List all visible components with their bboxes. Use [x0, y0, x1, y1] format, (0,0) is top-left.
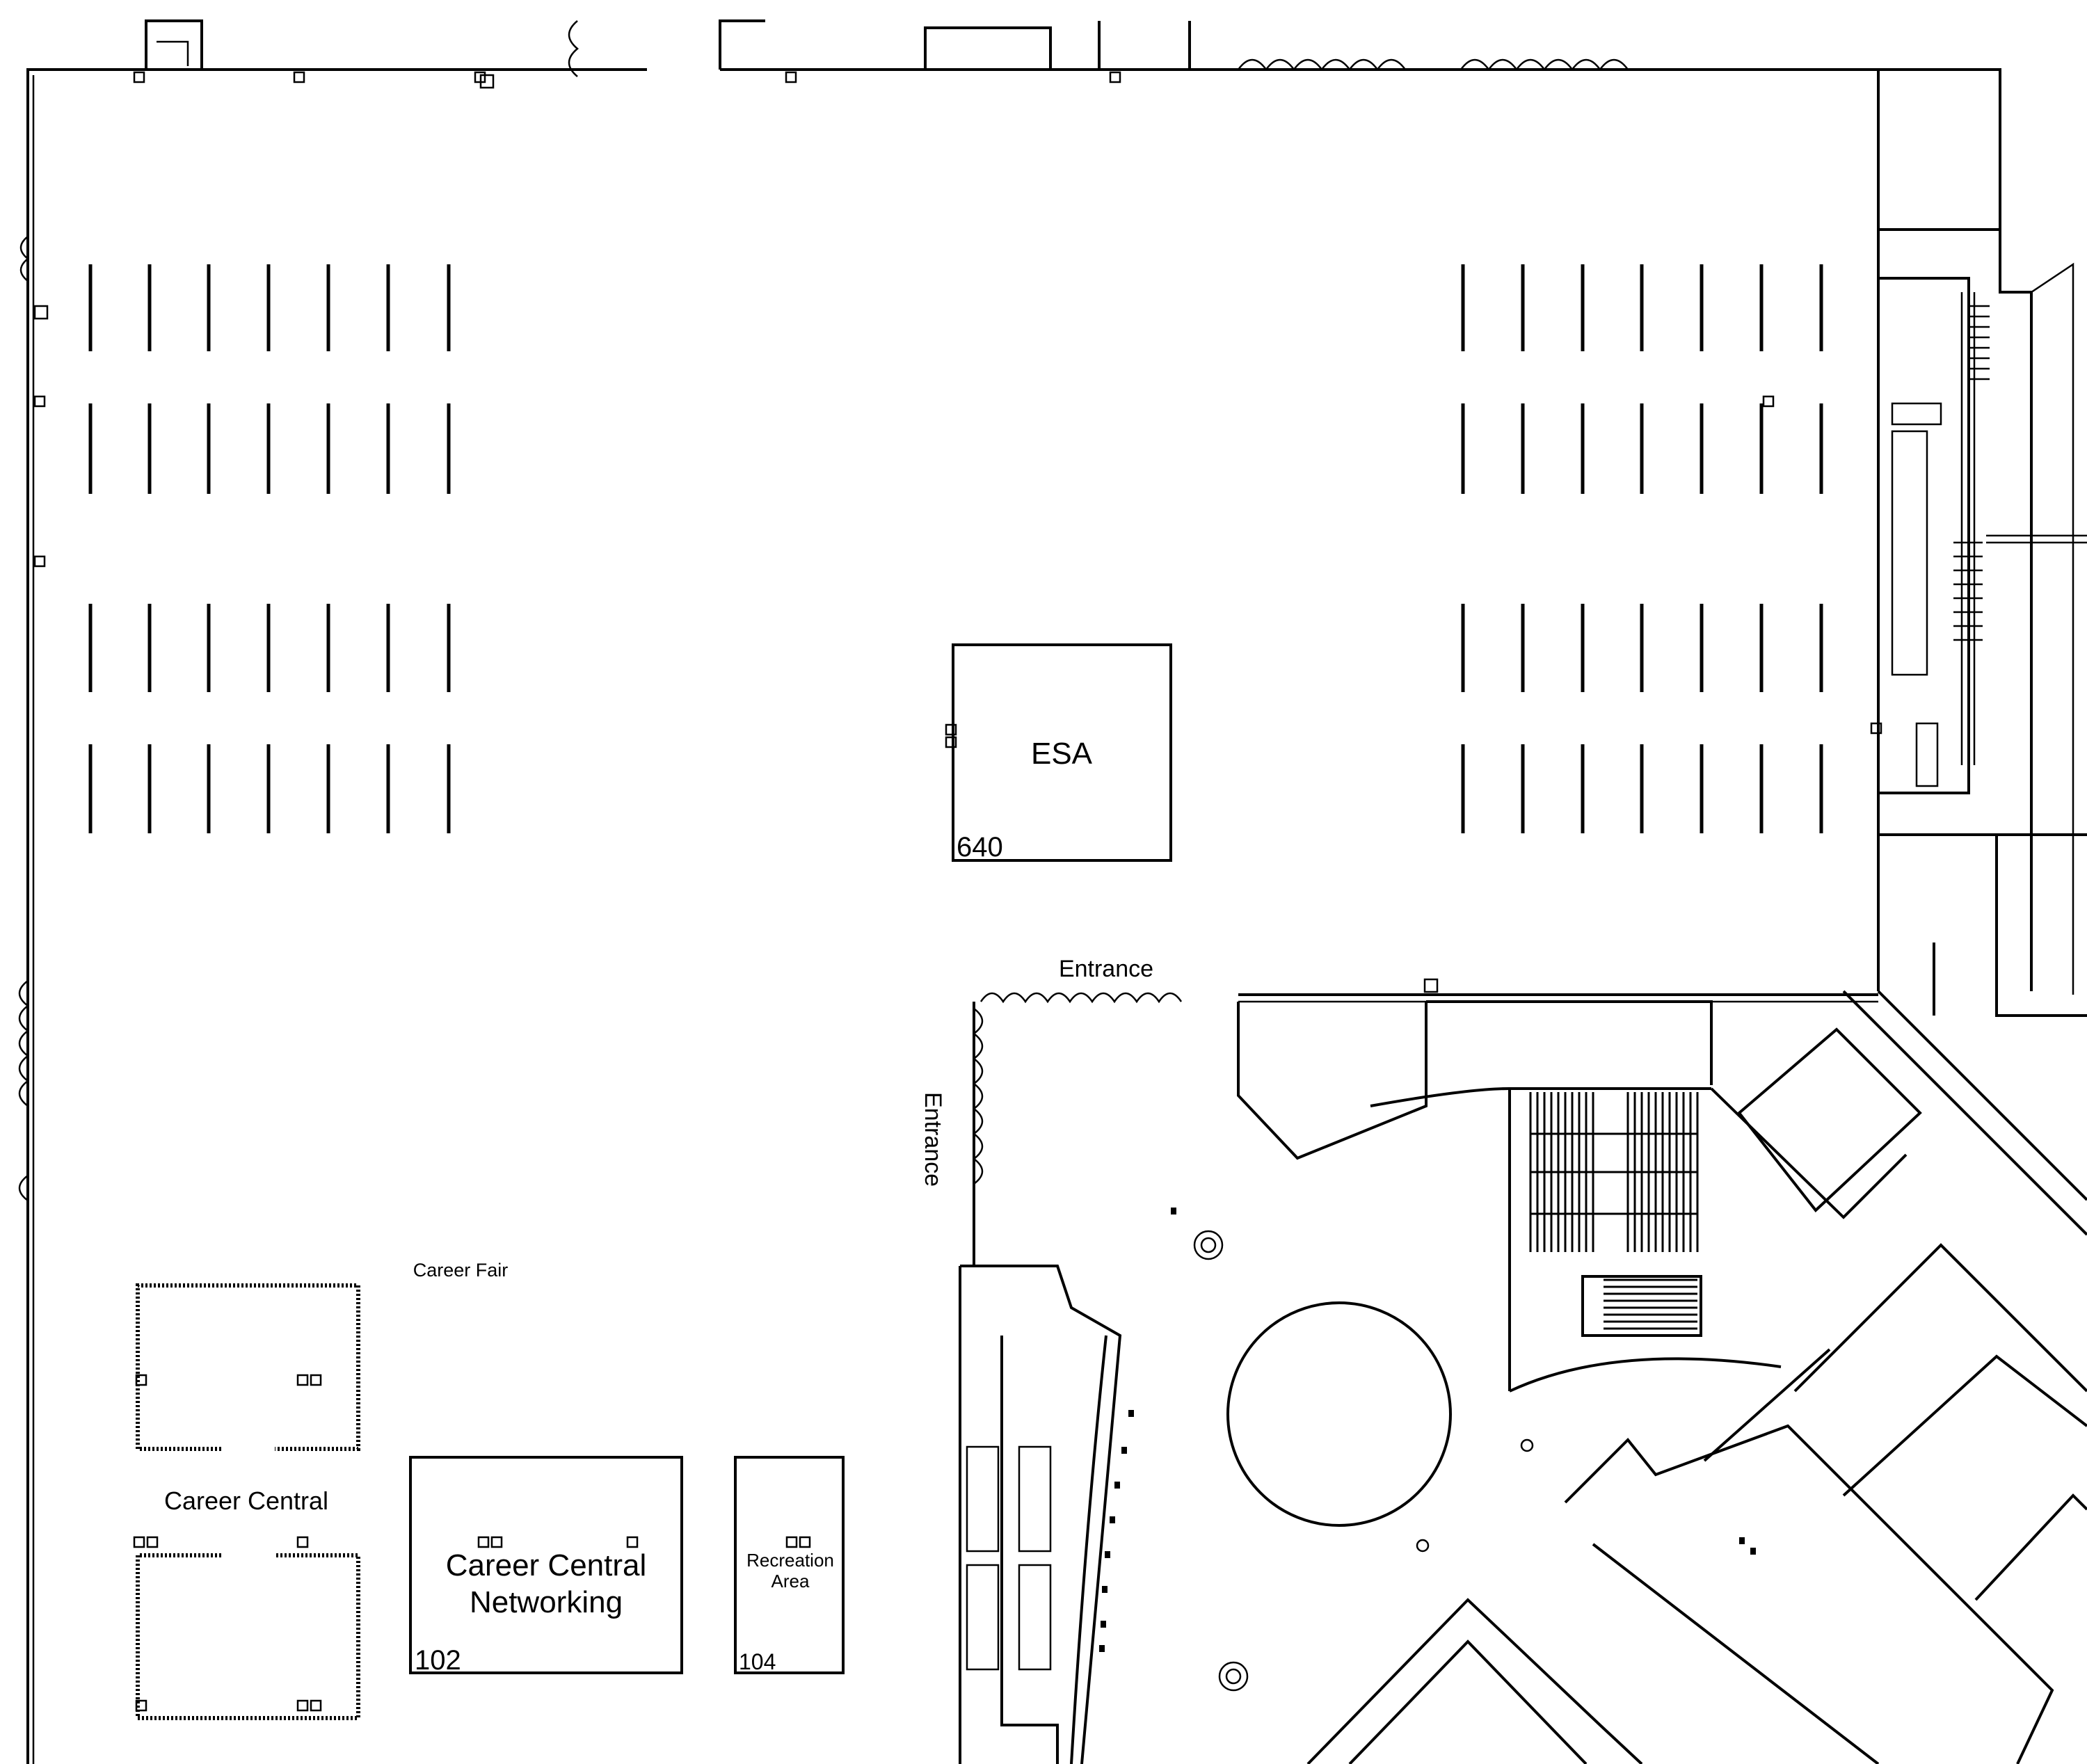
- room-name-networking-line2: Networking: [470, 1585, 623, 1619]
- columns: [33, 71, 1882, 735]
- room-career-central-networking[interactable]: Career Central Networking 102: [409, 1456, 683, 1676]
- room-name-recreation-line1: Recreation: [746, 1550, 834, 1571]
- career-fair-label: Career Fair: [413, 1260, 509, 1281]
- service-block-right: [1878, 262, 2074, 995]
- round-lobby-feature: [1226, 1301, 1452, 1527]
- entrance-label-side: Entrance: [920, 1092, 946, 1187]
- exhibit-rows-right: [1461, 264, 1823, 833]
- career-central-booth-lower: [133, 1536, 360, 1720]
- entrance-label-top: Entrance: [1059, 956, 1153, 982]
- exterior-walls: [26, 19, 2087, 1764]
- room-name-recreation-line2: Area: [771, 1571, 810, 1591]
- career-central-label: Career Central: [164, 1486, 328, 1515]
- career-central-booth-upper: [135, 1283, 360, 1451]
- room-esa[interactable]: ESA 640: [945, 643, 1172, 863]
- room-recreation-area[interactable]: Recreation Area 104: [734, 1456, 845, 1674]
- exhibit-rows-left: [88, 264, 451, 833]
- room-name-esa: ESA: [1031, 737, 1093, 771]
- door-swings: [18, 20, 1629, 1201]
- lobby-area: [959, 990, 2087, 1764]
- hydrant-markers: [33, 74, 1439, 993]
- room-name-networking-line1: Career Central: [446, 1548, 647, 1582]
- room-number-102: 102: [415, 1645, 461, 1676]
- room-number-104: 104: [739, 1649, 776, 1674]
- room-number-640: 640: [957, 832, 1003, 863]
